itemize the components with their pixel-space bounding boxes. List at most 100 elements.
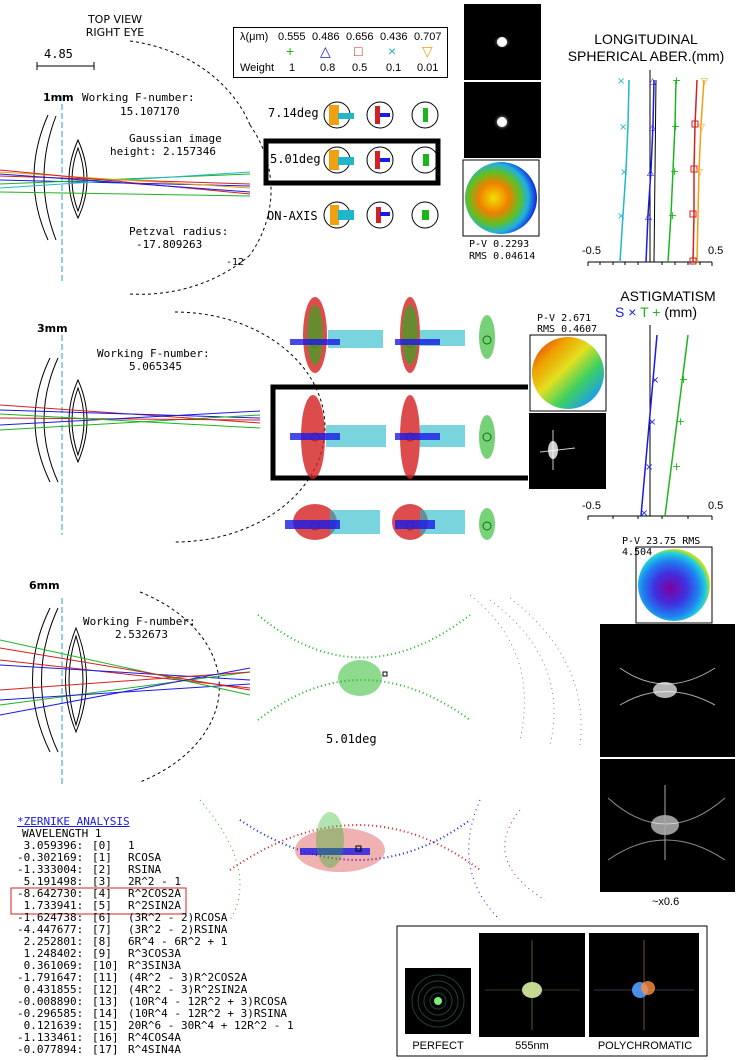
zernike-term: R^4COS4A — [128, 1031, 181, 1044]
zernike-index: [12] — [92, 983, 119, 996]
legend-symbol-2: △ — [320, 43, 331, 59]
zernike-index: [0] — [92, 839, 112, 852]
s3-pv-rms: P-V 23.75 RMS 4.504 — [622, 536, 701, 558]
svg-text:△: △ — [645, 212, 652, 222]
s1-petzval-value: -17.809263 — [136, 238, 203, 251]
zernike-index: [9] — [92, 947, 112, 960]
svg-text:×: × — [617, 211, 625, 222]
wavelength-3: 0.656 — [346, 31, 374, 43]
zernike-term: R^3COS3A — [128, 947, 181, 960]
zernike-term: 1 — [128, 839, 135, 852]
s2-spot-diagrams — [285, 297, 495, 540]
zernike-wavelength: WAVELENGTH 1 — [22, 827, 102, 840]
astig-units: (mm) — [664, 304, 697, 320]
zernike-value: 0.361069: — [17, 959, 84, 972]
zernike-term: 2R^2 - 1 — [128, 875, 181, 888]
zernike-term: (10R^4 - 12R^2 + 3)RCOSA — [128, 995, 287, 1008]
psf-comparison-panel — [396, 925, 708, 1057]
zernike-value: 0.431855: — [17, 983, 84, 996]
svg-text:×: × — [620, 167, 628, 178]
astig-xmax: 0.5 — [708, 500, 724, 512]
s1-petzval-label: Petzval radius: — [129, 225, 229, 238]
zernike-index: [1] — [92, 851, 112, 864]
s1-retina-arc — [249, 124, 272, 256]
s3-pupil-label: 6mm — [29, 579, 60, 592]
zernike-term: (3R^2 - 2)RSINA — [128, 923, 228, 936]
svg-text:▽: ▽ — [701, 77, 708, 87]
zernike-value: -0.008890: — [17, 995, 84, 1008]
s3-spot-diagrams — [199, 594, 582, 921]
view-line1: TOP VIEW — [87, 13, 143, 26]
zernike-analysis-link[interactable]: *ZERNIKE ANALYSIS — [17, 815, 130, 828]
svg-text:×: × — [651, 375, 659, 386]
lsa-title-2: SPHERICAL ABER.(mm) — [567, 48, 725, 64]
s1-pv-label: P-V 0.2293 — [469, 239, 530, 250]
zernike-index: [16] — [92, 1031, 119, 1044]
s2-pupil-label: 3mm — [37, 322, 68, 335]
s2-rms-label: RMS 0.4607 — [537, 324, 598, 335]
svg-text:×: × — [645, 462, 653, 473]
zernike-index: [14] — [92, 1007, 119, 1020]
zernike-index: [11] — [92, 971, 119, 984]
psf-555-label: 555nm — [515, 1040, 549, 1052]
zernike-term: 6R^4 - 6R^2 + 1 — [128, 935, 228, 948]
zernike-index: [17] — [92, 1043, 119, 1056]
zernike-index: [5] — [92, 899, 112, 912]
s3-fnum-label: Working F-number: — [83, 615, 196, 628]
weight-5: 0.01 — [417, 62, 439, 74]
svg-text:×: × — [619, 122, 627, 133]
zernike-value: -1.333004: — [17, 863, 84, 876]
zernike-term: RSINA — [128, 863, 162, 876]
svg-text:×: × — [617, 76, 625, 87]
zernike-value: 1.733941: — [17, 899, 84, 912]
weight-2: 0.8 — [320, 62, 336, 74]
weight-label: Weight — [240, 62, 275, 74]
zernike-term: R^3SIN3A — [128, 959, 181, 972]
weight-3: 0.5 — [352, 62, 368, 74]
zernike-term: 20R^6 - 30R^4 + 12R^2 - 1 — [128, 1019, 294, 1032]
svg-text:+: + — [679, 373, 688, 386]
astig-title: ASTIGMATISM — [620, 288, 716, 304]
legend-symbol-5: ▽ — [422, 43, 433, 59]
magnification-label: ~x0.6 — [652, 896, 680, 908]
psf-7deg-1mm — [464, 4, 541, 80]
s1-field-5deg: 5.01deg — [270, 152, 321, 166]
zernike-value: 0.121639: — [17, 1019, 84, 1032]
zernike-term: (3R^2 - 2)RCOSA — [128, 911, 228, 924]
zernike-index: [2] — [92, 863, 112, 876]
zernike-value: 3.059396: — [17, 839, 84, 852]
s1-fnum-value: 15.107170 — [120, 105, 180, 118]
zernike-term: (4R^2 - 3)R^2COS2A — [128, 971, 248, 984]
lsa-title-1: LONGITUDINAL — [594, 31, 698, 47]
s1-field-onaxis: ON-AXIS — [267, 209, 318, 223]
psf-poly-label: POLYCHROMATIC — [597, 1040, 693, 1052]
zernike-term: R^2COS2A — [128, 887, 181, 900]
svg-text:△: △ — [649, 77, 656, 87]
s2-fnum-label: Working F-number: — [97, 347, 210, 360]
zernike-value: -1.791647: — [17, 971, 84, 984]
wavefront-map-3mm — [532, 337, 604, 409]
zernike-value: -8.642730: — [17, 887, 84, 900]
zernike-index: [15] — [92, 1019, 119, 1032]
lsa-xmax: 0.5 — [708, 245, 724, 257]
s1-gauss-label1: Gaussian image — [129, 132, 222, 145]
s1-gauss-label2: height: 2.157346 — [110, 145, 216, 158]
svg-text:+: + — [676, 415, 685, 428]
weight-1: 1 — [289, 62, 296, 74]
s1-fnum-label: Working F-number: — [82, 91, 195, 104]
lsa-chart: ×××× △△△△ ++++ ▽▽▽ — [587, 70, 713, 266]
zernike-index: [7] — [92, 923, 112, 936]
s3-fnum-value: 2.532673 — [115, 628, 168, 641]
zernike-term: (4R^2 - 3)R^2SIN2A — [128, 983, 248, 996]
svg-text:△: △ — [649, 123, 656, 133]
weight-4: 0.1 — [386, 62, 402, 74]
astig-xmin: -0.5 — [582, 500, 601, 512]
astig-t-symbol: + — [652, 304, 661, 320]
zernike-value: 2.252801: — [17, 935, 84, 948]
view-title: TOP VIEW RIGHT EYE — [80, 13, 150, 39]
wavefront-map-6mm — [638, 549, 710, 621]
psf-3mm — [529, 413, 606, 489]
svg-text:+: + — [670, 165, 679, 178]
zernike-term: R^2SIN2A — [128, 899, 181, 912]
zernike-value: -1.624738: — [17, 911, 84, 924]
